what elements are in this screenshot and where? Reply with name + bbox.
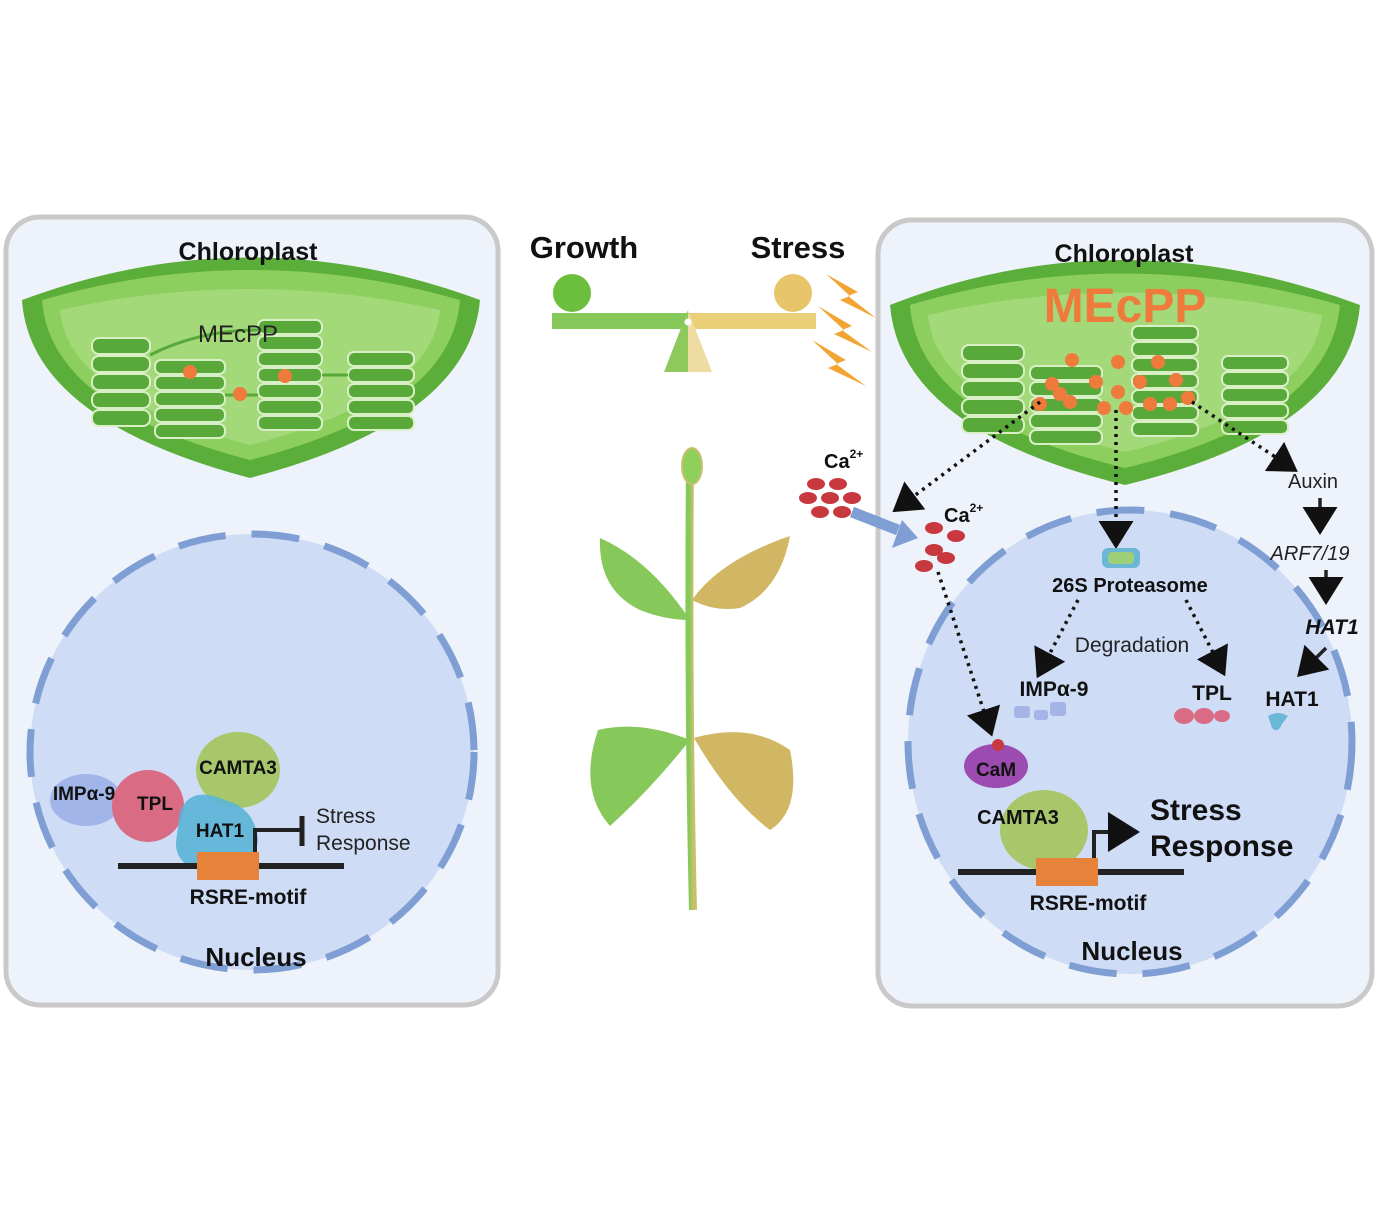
- left-rsre-label: RSRE-motif: [190, 886, 308, 909]
- plant-illustration: [590, 447, 794, 911]
- plant-bud: [681, 447, 703, 485]
- balance-scale: Growth Stress: [530, 230, 876, 386]
- leaf-lower-left: [590, 726, 690, 826]
- leaf-lower-right: [694, 732, 794, 830]
- calcium-cluster-outside: [799, 478, 861, 518]
- right-nucleus-label: Nucleus: [1081, 936, 1182, 966]
- auxin-arrows: [1297, 498, 1344, 677]
- left-tpl-label: TPL: [137, 794, 173, 815]
- auxin-label: Auxin: [1288, 471, 1338, 493]
- mecpp-dot: [183, 365, 197, 379]
- degraded-impa9-icon: [1014, 702, 1066, 720]
- cam-label: CaM: [976, 760, 1016, 781]
- growth-weight: [553, 274, 591, 312]
- calcium-bound: [992, 739, 1004, 751]
- scale-fulcrum: [664, 310, 688, 372]
- hat1-protein-icon: [1268, 713, 1288, 731]
- right-rsre-box: [1036, 858, 1098, 886]
- growth-label: Growth: [530, 230, 639, 265]
- ca-outside-label: Ca2+: [824, 447, 863, 473]
- scale-beam-growth: [552, 313, 690, 329]
- stress-lightning-icon: [812, 274, 876, 386]
- arf-label: ARF7/19: [1270, 543, 1350, 565]
- ca-inside-label: Ca2+: [944, 501, 983, 527]
- leaf-upper-right: [692, 536, 790, 609]
- right-camta3-label: CAMTA3: [977, 807, 1059, 829]
- calcium-cluster-inside: [915, 522, 965, 572]
- mecpp-dots-high: [1033, 353, 1195, 415]
- hat1-gene-label: HAT1: [1305, 616, 1358, 639]
- left-stress-label-1: Stress: [316, 805, 376, 828]
- left-mecpp-label: MEcPP: [198, 321, 278, 348]
- left-rsre-box: [197, 852, 259, 880]
- proteasome-icon: [1102, 548, 1140, 568]
- right-impa9-label: IMPα-9: [1020, 678, 1089, 701]
- mecpp-dot: [233, 387, 247, 401]
- camta3-protein: [196, 732, 280, 808]
- right-cell: Chloroplast MEcPP Ca2+ Ca2+: [799, 217, 1375, 1009]
- cam-protein: [964, 744, 1028, 788]
- right-mecpp-label: MEcPP: [1044, 280, 1207, 333]
- impa9-protein: [50, 774, 122, 826]
- activation-arrow: [1092, 812, 1140, 858]
- left-camta3-label: CAMTA3: [199, 758, 277, 779]
- right-stress-label-1: Stress: [1150, 794, 1242, 827]
- right-stress-label-2: Response: [1150, 830, 1293, 863]
- degraded-tpl-icon: [1174, 708, 1230, 724]
- tpl-protein: [112, 770, 184, 842]
- left-cell: Chloroplast MEcPP IMPα-9 TPL CAMTA3 HAT1…: [3, 214, 501, 1008]
- stress-label: Stress: [751, 230, 846, 265]
- stress-weight: [774, 274, 812, 312]
- scale-beam-stress: [690, 313, 816, 329]
- left-repression-arrow: [253, 828, 300, 852]
- right-tpl-label: TPL: [1192, 682, 1232, 705]
- degradation-label: Degradation: [1075, 634, 1189, 657]
- right-camta3-protein: [1000, 790, 1088, 870]
- left-nucleus-label: Nucleus: [205, 942, 306, 972]
- left-chloroplast: [22, 257, 480, 478]
- hat1-protein-label: HAT1: [1265, 688, 1319, 711]
- right-chloroplast-title: Chloroplast: [1055, 240, 1195, 268]
- proteasome-label: 26S Proteasome: [1052, 575, 1208, 597]
- calcium-influx-arrow: [849, 506, 901, 536]
- left-hat1-label: HAT1: [196, 821, 245, 842]
- left-protein-complex: [50, 732, 280, 872]
- left-chloroplast-title: Chloroplast: [179, 238, 319, 266]
- left-stress-label-2: Response: [316, 832, 411, 855]
- left-impa9-label: IMPα-9: [53, 784, 115, 805]
- mecpp-dot: [278, 369, 292, 383]
- leaf-upper-left: [599, 538, 690, 620]
- right-rsre-label: RSRE-motif: [1030, 892, 1148, 915]
- left-grana: [91, 319, 415, 439]
- dotted-arrows: [892, 400, 1298, 737]
